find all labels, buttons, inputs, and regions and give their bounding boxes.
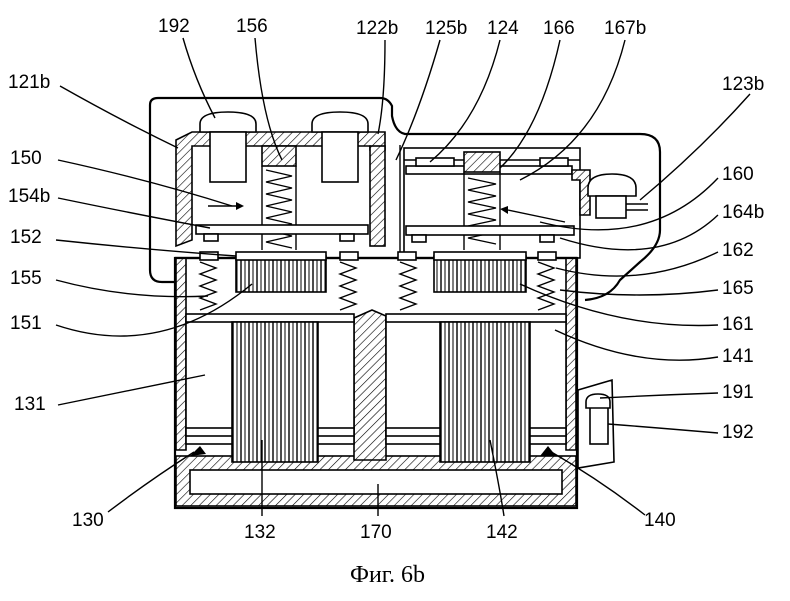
right-contact-box-160 — [403, 147, 648, 259]
label-121b: 121b — [8, 72, 50, 93]
screw-left-1 — [199, 111, 257, 183]
label-152: 152 — [10, 227, 42, 248]
left-magnet-130 — [185, 251, 359, 463]
label-166: 166 — [543, 18, 575, 39]
label-164b: 164b — [722, 202, 764, 223]
label-191: 191 — [722, 382, 754, 403]
part-labels: 192 156 122b 125b 124 166 167b 121b 123b… — [8, 16, 764, 543]
label-132: 132 — [244, 522, 276, 543]
leader-lines — [55, 37, 751, 517]
label-131: 131 — [14, 394, 46, 415]
label-192-top: 192 — [158, 16, 190, 37]
screw-right-123b — [587, 173, 648, 219]
label-130: 130 — [72, 510, 104, 531]
label-150: 150 — [10, 148, 42, 169]
label-141: 141 — [722, 346, 754, 367]
screw-left-2 — [311, 111, 369, 183]
label-192-right: 192 — [722, 422, 754, 443]
label-162: 162 — [722, 240, 754, 261]
label-167b: 167b — [604, 18, 646, 39]
left-contact-box-150 — [175, 111, 386, 250]
figure-caption: Фиг. 6b — [350, 562, 425, 588]
upper-cover — [148, 96, 662, 302]
label-161: 161 — [722, 314, 754, 335]
label-165: 165 — [722, 278, 754, 299]
label-155: 155 — [10, 268, 42, 289]
label-124: 124 — [487, 18, 519, 39]
label-142: 142 — [486, 522, 518, 543]
label-154b: 154b — [8, 186, 50, 207]
label-160: 160 — [722, 164, 754, 185]
label-123b: 123b — [722, 74, 764, 95]
label-170: 170 — [360, 522, 392, 543]
label-151: 151 — [10, 313, 42, 334]
right-magnet-140 — [385, 251, 567, 463]
label-140: 140 — [644, 510, 676, 531]
label-122b: 122b — [356, 18, 398, 39]
label-125b: 125b — [425, 18, 467, 39]
label-156: 156 — [236, 16, 268, 37]
